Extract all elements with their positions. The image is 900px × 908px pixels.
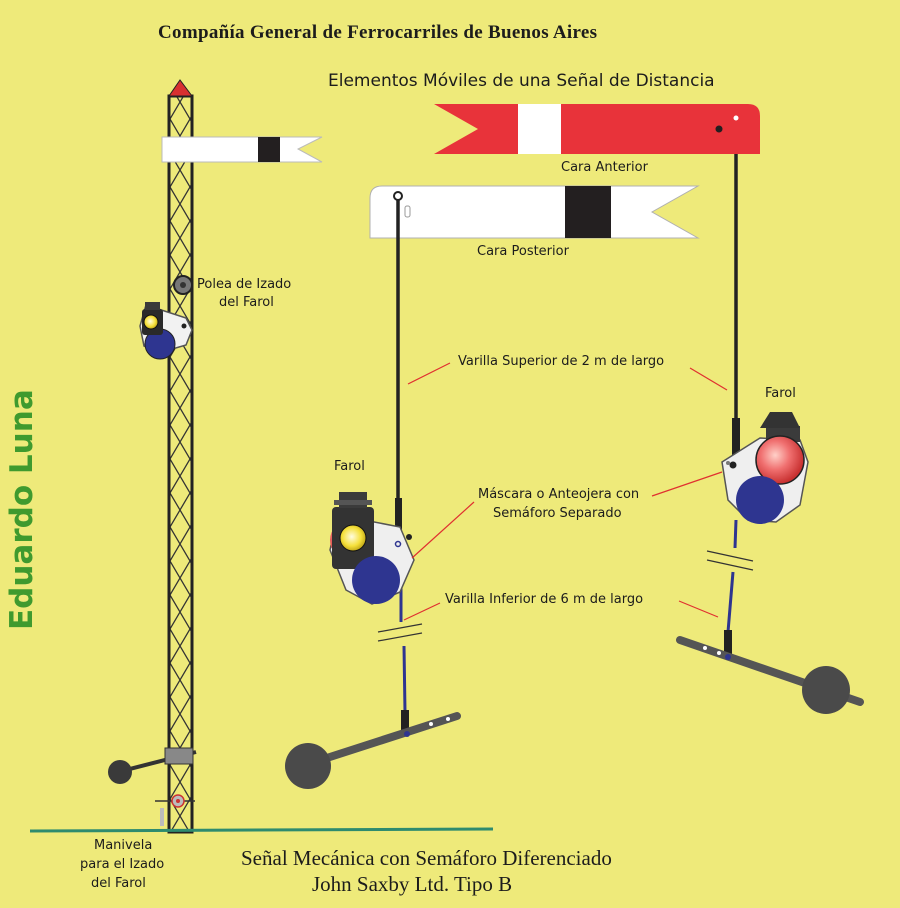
signal-post [167, 79, 194, 834]
footer-line-2: John Saxby Ltd. Tipo B [312, 872, 513, 896]
post-counterweight [108, 747, 197, 784]
pulley-icon [173, 275, 193, 295]
label-manivela-2: para el Izado [80, 857, 165, 872]
label-cara-anterior: Cara Anterior [561, 160, 648, 175]
label-mascara-1: Máscara o Anteojera con [478, 487, 640, 502]
middle-rods [377, 200, 423, 732]
label-varilla-inferior: Varilla Inferior de 6 m de largo [445, 592, 644, 607]
manivela-crank [155, 794, 195, 826]
label-polea-2: del Farol [219, 295, 274, 310]
label-varilla-superior: Varilla Superior de 2 m de largo [458, 354, 665, 369]
label-farol-left: Farol [334, 459, 365, 474]
label-farol-right: Farol [765, 386, 796, 401]
middle-lamp-icon [329, 492, 415, 605]
footer-line-1: Señal Mecánica con Semáforo Diferenciado [241, 846, 612, 870]
label-cara-posterior: Cara Posterior [477, 244, 569, 259]
arm-back-face [369, 185, 700, 239]
right-counterweight [676, 636, 864, 714]
label-manivela-1: Manivela [94, 838, 153, 853]
pointer-lines [403, 362, 728, 621]
arm-front-face [434, 104, 760, 154]
label-mascara-2: Semáforo Separado [493, 506, 622, 521]
right-rods [706, 154, 754, 658]
ground-line [29, 827, 494, 833]
label-manivela-3: del Farol [91, 876, 146, 891]
diagram-subtitle: Elementos Móviles de una Señal de Distan… [328, 71, 715, 91]
post-lamp-icon [139, 302, 193, 360]
author-credit: Eduardo Luna [4, 389, 40, 630]
label-polea-1: Polea de Izado [197, 277, 292, 292]
post-semaphore-arm [161, 136, 323, 163]
middle-counterweight [285, 712, 461, 789]
right-lamp-icon [721, 412, 809, 524]
company-title: Compañía General de Ferrocarriles de Bue… [158, 22, 598, 43]
